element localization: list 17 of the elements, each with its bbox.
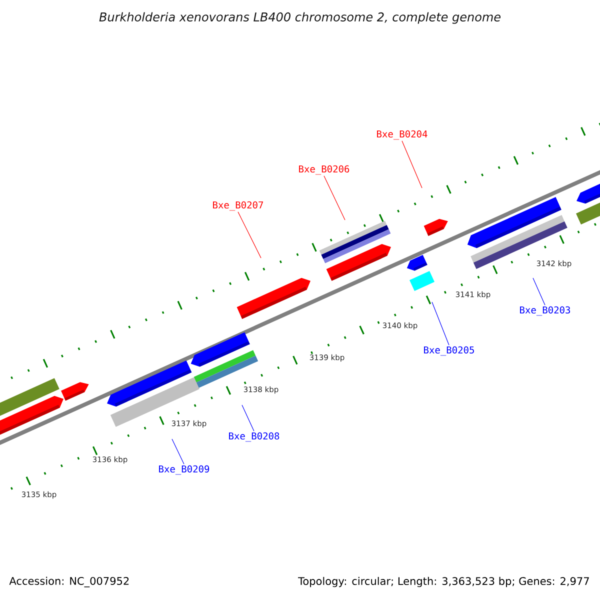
gene-label: Bxe_B0205 (424, 346, 474, 356)
summary-text: Topology: circular; Length: 3,363,523 bp; Genes: 2,977 (298, 576, 589, 588)
gene-label: Bxe_B0207 (213, 201, 264, 211)
accession-text: Accession: NC_007952 (9, 576, 129, 588)
leader-line (532, 278, 546, 306)
gene-label: Bxe_B0209 (159, 465, 210, 475)
title: Burkholderia xenovorans LB400 chromosome 2, complete genome (99, 12, 500, 24)
gene-label: Bxe_B0203 (520, 306, 570, 316)
leader-line (432, 302, 450, 346)
leader-line (242, 404, 254, 432)
gene-label: Bxe_B0204 (377, 130, 428, 140)
gene-label: Bxe_B0206 (299, 165, 350, 175)
leader-line (238, 212, 262, 258)
leader-line (402, 140, 422, 188)
leader-line (324, 176, 346, 220)
gene-label: Bxe_B0208 (229, 432, 280, 442)
leader-line (172, 438, 184, 464)
